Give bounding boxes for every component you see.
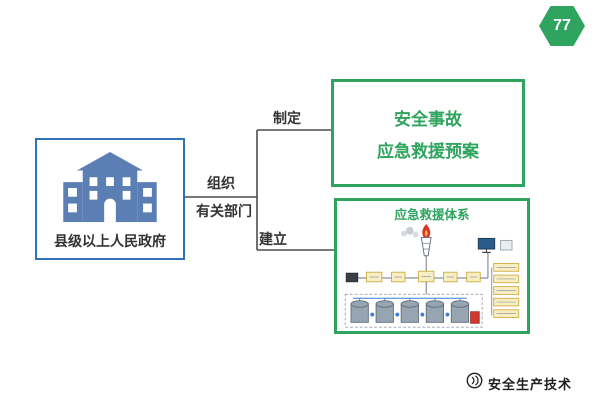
government-box: 县级以上人民政府 (35, 138, 185, 260)
edge-label-departments: 有关部门 (196, 203, 252, 219)
page-number: 77 (553, 17, 571, 34)
emergency-rescue-system-diagram (344, 223, 520, 328)
footer-watermark: 安全生产技术 (466, 372, 572, 394)
rescue-plan-line2: 应急救援预案 (377, 141, 479, 161)
rescue-system-title: 应急救援体系 (394, 208, 470, 222)
edge-label-establish: 建立 (259, 231, 287, 247)
footer-brand-text: 安全生产技术 (488, 376, 573, 392)
building-icon (59, 150, 161, 229)
soundwave-logo-icon (466, 372, 483, 394)
government-label: 县级以上人民政府 (54, 233, 166, 249)
rescue-system-box: 应急救援体系 (334, 198, 530, 334)
edge-label-organize: 组织 (207, 175, 235, 191)
rescue-plan-box: 安全事故 应急救援预案 (331, 79, 525, 187)
edge-label-formulate: 制定 (273, 110, 301, 126)
rescue-plan-line1: 安全事故 (394, 109, 462, 129)
page-number-badge: 77 (539, 6, 585, 46)
